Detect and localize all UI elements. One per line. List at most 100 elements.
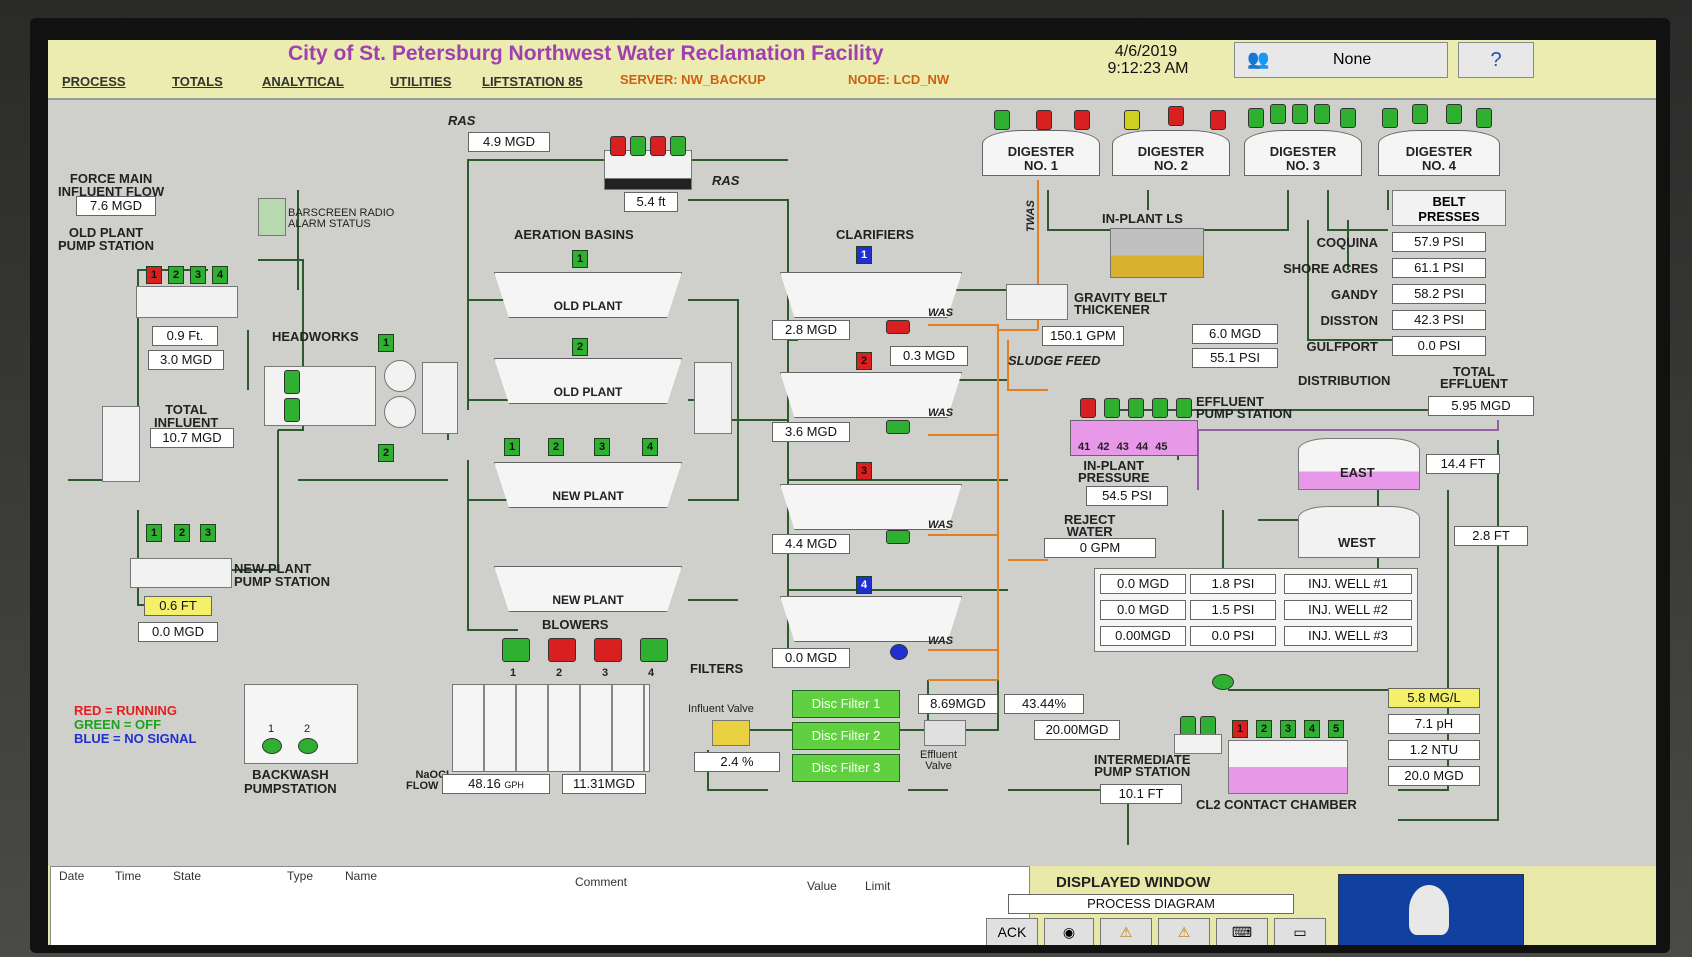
digester-3-pump-a[interactable] bbox=[1248, 108, 1264, 128]
digester-4[interactable]: DIGESTER NO. 4 bbox=[1378, 130, 1500, 176]
help-button[interactable]: ? bbox=[1458, 42, 1534, 78]
was-pump-4[interactable] bbox=[890, 644, 908, 660]
backwash-pump-1[interactable] bbox=[262, 738, 282, 754]
grit-1-status[interactable]: 1 bbox=[378, 334, 394, 352]
effluent-pump-44-icon[interactable] bbox=[1152, 398, 1168, 418]
was-pump-3[interactable] bbox=[886, 530, 910, 544]
clarifier-3-status[interactable]: 3 bbox=[856, 462, 872, 480]
digester-3-pump-b[interactable] bbox=[1270, 104, 1286, 124]
cl2-gate-3[interactable]: 3 bbox=[1280, 720, 1296, 738]
digester-3-pump-d[interactable] bbox=[1314, 104, 1330, 124]
digester-4-pump-c[interactable] bbox=[1446, 104, 1462, 124]
basin-2-status[interactable]: 2 bbox=[572, 338, 588, 356]
ras-pump-2[interactable] bbox=[630, 136, 646, 156]
warning-ack-icon[interactable]: ⚠ bbox=[1158, 918, 1210, 945]
menu-analytical[interactable]: ANALYTICAL bbox=[262, 74, 344, 89]
digester-4-pump-d[interactable] bbox=[1476, 108, 1492, 128]
alarm-col-time[interactable]: Time bbox=[115, 869, 142, 883]
alarm-col-value[interactable]: Value bbox=[807, 879, 837, 893]
digester-4-pump-a[interactable] bbox=[1382, 108, 1398, 128]
west-tank[interactable] bbox=[1298, 506, 1420, 558]
cl2-feed-icon[interactable] bbox=[1212, 674, 1234, 690]
site-gulfport-label: GULFPORT bbox=[1306, 339, 1379, 354]
digester-4-pump-b[interactable] bbox=[1412, 104, 1428, 124]
basin-1-status[interactable]: 1 bbox=[572, 250, 588, 268]
new-pump-2[interactable]: 2 bbox=[174, 524, 190, 542]
alarm-col-comment[interactable]: Comment bbox=[575, 875, 628, 889]
digester-3-pump-c[interactable] bbox=[1292, 104, 1308, 124]
well-1-name[interactable]: INJ. WELL #1 bbox=[1284, 574, 1412, 594]
well-2-name[interactable]: INJ. WELL #2 bbox=[1284, 600, 1412, 620]
effluent-valve-icon[interactable] bbox=[924, 720, 966, 746]
keyboard-icon[interactable]: ⌨ bbox=[1216, 918, 1268, 945]
disc-filter-1[interactable]: Disc Filter 1 bbox=[792, 690, 900, 718]
digester-1-pump-b[interactable] bbox=[1074, 110, 1090, 130]
ack-button[interactable]: ACK bbox=[986, 918, 1038, 945]
influent-valve-icon[interactable] bbox=[712, 720, 750, 746]
digester-1-mixer[interactable] bbox=[994, 110, 1010, 130]
digester-2[interactable]: DIGESTER NO. 2 bbox=[1112, 130, 1230, 176]
effluent-pump-42-icon[interactable] bbox=[1104, 398, 1120, 418]
effluent-pump-41-icon[interactable] bbox=[1080, 398, 1096, 418]
menu-totals[interactable]: TOTALS bbox=[172, 74, 223, 89]
alarm-area: Date Time State Type Name Comment Value … bbox=[48, 866, 1656, 945]
menu-process[interactable]: PROCESS bbox=[62, 74, 126, 89]
digester-3[interactable]: DIGESTER NO. 3 bbox=[1244, 130, 1362, 176]
ras-pump-3[interactable] bbox=[650, 136, 666, 156]
speaker-icon[interactable]: ◉ bbox=[1044, 918, 1094, 945]
new-pump-1[interactable]: 1 bbox=[146, 524, 162, 542]
cl2-gate-1[interactable]: 1 bbox=[1232, 720, 1248, 738]
old-pump-4[interactable]: 4 bbox=[212, 266, 228, 284]
blower-4-icon[interactable] bbox=[640, 638, 668, 662]
new-basin-2-status[interactable]: 2 bbox=[548, 438, 564, 456]
clarifier-2-status[interactable]: 2 bbox=[856, 352, 872, 370]
window-icon[interactable]: ▭ bbox=[1274, 918, 1326, 945]
cl2-gate-2[interactable]: 2 bbox=[1256, 720, 1272, 738]
old-pump-3[interactable]: 3 bbox=[190, 266, 206, 284]
new-basin-3-status[interactable]: 3 bbox=[594, 438, 610, 456]
digester-2-pump-a[interactable] bbox=[1168, 106, 1184, 126]
ras-pump-1[interactable] bbox=[610, 136, 626, 156]
grit-2-status[interactable]: 2 bbox=[378, 444, 394, 462]
effluent-pump-45-icon[interactable] bbox=[1176, 398, 1192, 418]
digester-1[interactable]: DIGESTER NO. 1 bbox=[982, 130, 1100, 176]
clarifier-1-status[interactable]: 1 bbox=[856, 246, 872, 264]
new-basin-1-status[interactable]: 1 bbox=[504, 438, 520, 456]
new-pump-3[interactable]: 3 bbox=[200, 524, 216, 542]
menu-utilities[interactable]: UTILITIES bbox=[390, 74, 452, 89]
alarm-col-name[interactable]: Name bbox=[345, 869, 378, 883]
blower-2-icon[interactable] bbox=[548, 638, 576, 662]
disc-filter-2[interactable]: Disc Filter 2 bbox=[792, 722, 900, 750]
intermediate-pump-2[interactable] bbox=[1200, 716, 1216, 736]
blower-3-icon[interactable] bbox=[594, 638, 622, 662]
alarm-col-state[interactable]: State bbox=[173, 869, 202, 883]
alarm-col-date[interactable]: Date bbox=[59, 869, 85, 883]
was-pump-2[interactable] bbox=[886, 420, 910, 434]
clarifier-4-status[interactable]: 4 bbox=[856, 576, 872, 594]
digester-3-pump-e[interactable] bbox=[1340, 108, 1356, 128]
east-tank[interactable] bbox=[1298, 438, 1420, 490]
alarm-col-limit[interactable]: Limit bbox=[865, 879, 891, 893]
effluent-pump-43-icon[interactable] bbox=[1128, 398, 1144, 418]
digester-2-mixer[interactable] bbox=[1124, 110, 1140, 130]
ras-pump-4[interactable] bbox=[670, 136, 686, 156]
warning-icon[interactable]: ⚠ bbox=[1100, 918, 1152, 945]
old-pump-2[interactable]: 2 bbox=[168, 266, 184, 284]
disc-filter-3[interactable]: Disc Filter 3 bbox=[792, 754, 900, 782]
was-pump-1[interactable] bbox=[886, 320, 910, 334]
belt-presses[interactable]: BELT PRESSES bbox=[1392, 190, 1506, 226]
cl2-gate-5[interactable]: 5 bbox=[1328, 720, 1344, 738]
menu-liftstation-85[interactable]: LIFTSTATION 85 bbox=[482, 74, 583, 89]
cl2-gate-4[interactable]: 4 bbox=[1304, 720, 1320, 738]
digester-1-pump-a[interactable] bbox=[1036, 110, 1052, 130]
digester-2-pump-b[interactable] bbox=[1210, 110, 1226, 130]
backwash-pump-2[interactable] bbox=[298, 738, 318, 754]
alarm-table[interactable]: Date Time State Type Name Comment Value … bbox=[50, 866, 1030, 945]
alarm-col-type[interactable]: Type bbox=[287, 869, 314, 883]
user-button[interactable]: 👥 None bbox=[1234, 42, 1448, 78]
intermediate-pump-1[interactable] bbox=[1180, 716, 1196, 736]
new-basin-4-status[interactable]: 4 bbox=[642, 438, 658, 456]
well-3-name[interactable]: INJ. WELL #3 bbox=[1284, 626, 1412, 646]
blower-1-icon[interactable] bbox=[502, 638, 530, 662]
old-pump-1[interactable]: 1 bbox=[146, 266, 162, 284]
